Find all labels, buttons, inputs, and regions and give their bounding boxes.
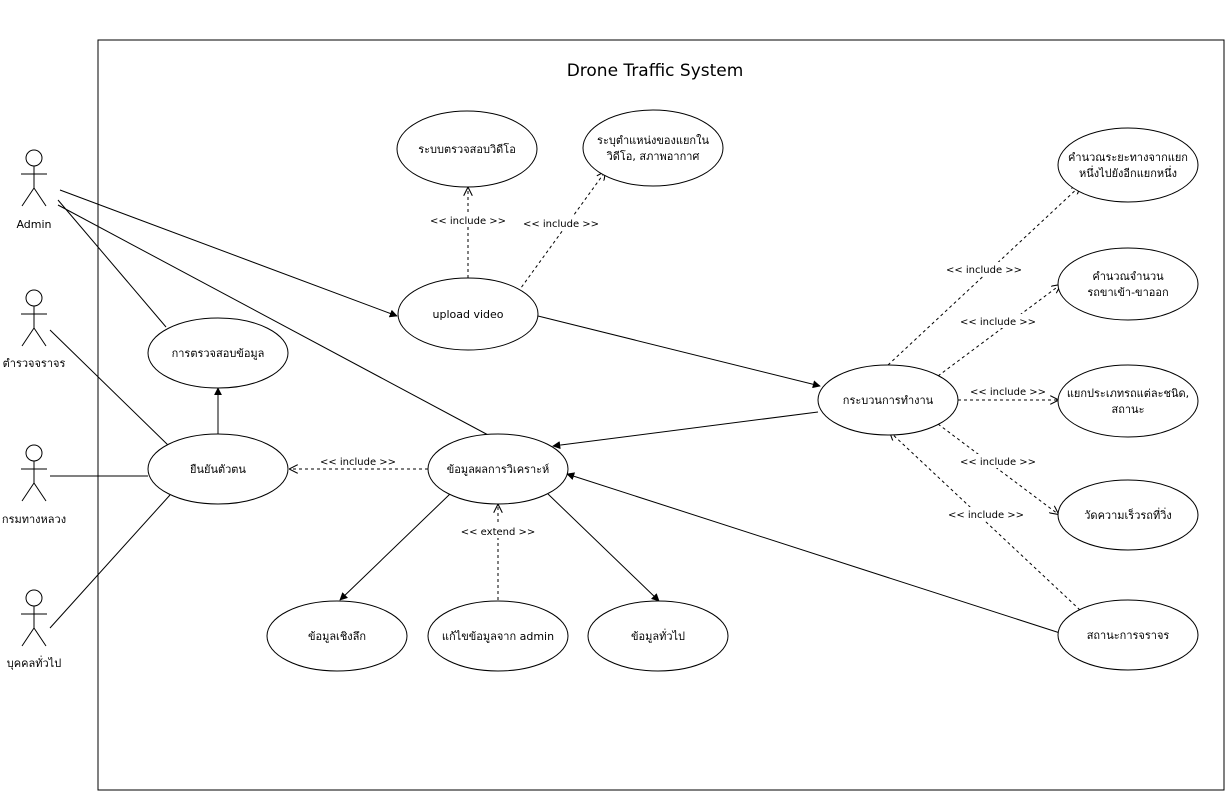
label-include-count: << include >> [960,317,1036,328]
usecase-classify-label-1: แยกประเภทรถแต่ละชนิด, [1067,387,1189,400]
actor-public-label: บุคคลทั่วไป [7,655,61,670]
arrow-admin-upload [59,189,398,318]
usecase-analysis[interactable]: ข้อมูลผลการวิเคราะห์ [427,433,569,505]
label-include-classify: << include >> [970,387,1046,398]
assoc-admin-data-check [57,199,167,328]
label-include-traffic: << include >> [948,510,1024,521]
usecase-count[interactable]: คำนวณจำนวน รถขาเข้า-ขาออก [1057,247,1199,321]
actor-highways: กรมทางหลวง [2,444,66,526]
usecase-speed-label: วัดความเร็วรถที่วิ่ง [1084,507,1172,522]
usecase-general-label: ข้อมูลทั่วไป [631,628,685,643]
usecase-video-check-label: ระบบตรวจสอบวิดีโอ [418,142,516,156]
usecase-general[interactable]: ข้อมูลทั่วไป [587,600,729,672]
include-process-count [937,285,1060,377]
include-upload-locate [517,172,605,293]
usecase-locate-label-1: ระบุตำแหน่งของแยกใน [597,134,709,147]
usecase-count-label-2: รถขาเข้า-ขาออก [1087,286,1168,299]
usecase-process[interactable]: กระบวนการทำงาน [817,364,959,436]
usecase-upload-label: upload video [432,308,503,321]
usecase-verify-label: ยืนยันตัวตน [190,463,246,476]
actor-highways-label: กรมทางหลวง [2,513,66,526]
include-process-distance [887,186,1080,366]
usecase-upload[interactable]: upload video [397,277,539,351]
usecase-process-label: กระบวนการทำงาน [843,394,934,407]
label-include-verify: << include >> [320,457,396,468]
usecase-verify[interactable]: ยืนยันตัวตน [147,433,289,505]
arrow-traffic-analysis [566,472,1061,634]
usecase-traffic-label: สถานะการจราจร [1087,629,1170,642]
arrow-analysis-general [547,493,660,602]
include-traffic-process [890,432,1081,611]
usecase-deep-label: ข้อมูลเชิงลึก [308,630,366,643]
assoc-admin-analysis [57,204,491,437]
system-boundary [97,39,1225,791]
arrow-analysis-deep [339,493,451,601]
include-process-speed [937,423,1058,514]
assoc-public-verify [49,494,171,629]
label-include-speed: << include >> [960,457,1036,468]
usecase-locate[interactable]: ระบุตำแหน่งของแยกใน วิดีโอ, สภาพอากาศ [582,109,724,187]
usecase-data-check-label: การตรวจสอบข้อมูล [172,347,265,360]
actor-admin-label: Admin [16,218,51,231]
usecase-traffic[interactable]: สถานะการจราจร [1057,599,1199,671]
usecase-speed[interactable]: วัดความเร็วรถที่วิ่ง [1057,479,1199,551]
actor-police-label: ตำรวจจราจร [3,357,66,370]
usecase-count-label-1: คำนวณจำนวน [1092,270,1164,283]
label-include-video-check: << include >> [430,216,506,227]
usecase-distance-label-2: หนึ่งไปยังอีกแยกหนึ่ง [1079,165,1177,180]
arrow-process-analysis [552,411,819,450]
actor-public: บุคคลทั่วไป [7,589,61,670]
actor-admin: Admin [16,149,52,231]
usecase-data-check[interactable]: การตรวจสอบข้อมูล [147,317,289,389]
label-include-distance: << include >> [946,265,1022,276]
usecase-edit[interactable]: แก้ไขข้อมูลจาก admin [427,600,569,672]
usecase-video-check[interactable]: ระบบตรวจสอบวิดีโอ [396,110,538,188]
system-title: Drone Traffic System [567,61,744,81]
label-extend-edit: << extend >> [461,527,536,538]
usecase-analysis-label: ข้อมูลผลการวิเคราะห์ [447,463,550,476]
usecase-edit-label: แก้ไขข้อมูลจาก admin [442,630,554,643]
actor-police: ตำรวจจราจร [3,289,66,370]
label-include-locate: << include >> [523,219,599,230]
usecase-classify[interactable]: แยกประเภทรถแต่ละชนิด, สถานะ [1057,364,1199,438]
arrow-upload-process [537,315,821,389]
usecase-distance-label-1: คำนวณระยะทางจากแยก [1068,151,1188,164]
usecase-classify-label-2: สถานะ [1112,403,1145,416]
usecase-distance[interactable]: คำนวณระยะทางจากแยก หนึ่งไปยังอีกแยกหนึ่ง [1057,127,1199,203]
usecase-deep[interactable]: ข้อมูลเชิงลึก [266,600,408,672]
assoc-police-verify [49,329,171,448]
usecase-locate-label-2: วิดีโอ, สภาพอากาศ [606,149,700,163]
